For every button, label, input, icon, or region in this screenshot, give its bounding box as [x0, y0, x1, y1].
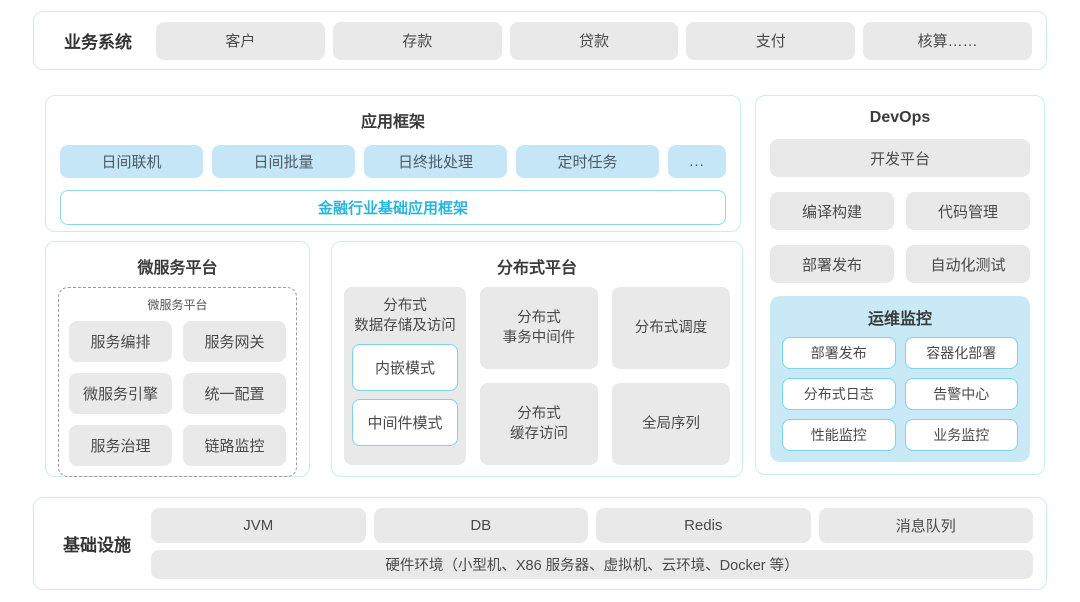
business-node-customer: 客户	[156, 21, 325, 60]
infrastructure-panel: 基础设施 JVM DB Redis 消息队列 硬件环境（小型机、X86 服务器、…	[33, 497, 1047, 590]
infrastructure-content: JVM DB Redis 消息队列 硬件环境（小型机、X86 服务器、虚拟机、云…	[151, 508, 1033, 579]
business-system-label: 业务系统	[64, 33, 132, 52]
module-scheduled-task: 定时任务	[516, 145, 659, 178]
app-framework-panel: 应用框架 日间联机 日间批量 日终批处理 定时任务 ... 金融行业基础应用框架	[45, 95, 741, 232]
distributed-transaction-middleware: 分布式 事务中间件	[480, 287, 598, 369]
infrastructure-label: 基础设施	[63, 536, 131, 555]
microservice-inner-title: 微服务平台	[147, 298, 208, 312]
module-daytime-batch: 日间批量	[212, 145, 355, 178]
devops-dev-platform: 开发平台	[770, 139, 1030, 177]
infra-message-queue: 消息队列	[818, 508, 1033, 543]
monitor-business: 业务监控	[904, 419, 1018, 451]
middleware-mode: 中间件模式	[352, 399, 458, 447]
distributed-grid: 分布式 数据存储及访问 内嵌模式 中间件模式 分布式 事务中间件 分布式调度 分…	[344, 287, 730, 465]
business-node-accounting: 核算……	[863, 21, 1032, 60]
ms-unified-config: 统一配置	[183, 373, 286, 414]
ms-governance: 服务治理	[69, 425, 172, 466]
monitor-distributed-log: 分布式日志	[782, 378, 896, 410]
app-framework-title: 应用框架	[360, 114, 425, 131]
microservice-platform-title: 微服务平台	[137, 260, 218, 277]
devops-build: 编译构建	[770, 192, 894, 230]
base-framework-bar: 金融行业基础应用框架	[60, 190, 726, 225]
ms-engine: 微服务引擎	[69, 373, 172, 414]
ms-trace-monitor: 链路监控	[183, 425, 286, 466]
global-sequence: 全局序列	[612, 383, 730, 465]
devops-title: DevOps	[869, 109, 931, 126]
business-node-payment: 支付	[686, 21, 856, 60]
distributed-data-storage-box: 分布式 数据存储及访问 内嵌模式 中间件模式	[344, 287, 466, 465]
hardware-environment-bar: 硬件环境（小型机、X86 服务器、虚拟机、云环境、Docker 等）	[151, 550, 1033, 579]
ms-orchestration: 服务编排	[69, 321, 172, 362]
monitor-container-deploy: 容器化部署	[904, 337, 1018, 369]
microservice-platform-panel: 微服务平台 微服务平台 服务编排 服务网关 微服务引擎 统一配置 服务治理 链路…	[45, 241, 310, 477]
infra-jvm: JVM	[151, 508, 366, 543]
devops-auto-test: 自动化测试	[906, 245, 1030, 283]
ops-monitoring-title: 运维监控	[867, 311, 932, 328]
infra-db: DB	[373, 508, 588, 543]
business-node-deposit: 存款	[332, 21, 502, 60]
microservice-inner-box: 微服务平台 服务编排 服务网关 微服务引擎 统一配置 服务治理 链路监控	[58, 287, 297, 477]
infrastructure-row: JVM DB Redis 消息队列	[151, 508, 1033, 543]
devops-tools-row-2: 部署发布 自动化测试	[770, 245, 1030, 283]
module-eod-batch: 日终批处理	[364, 145, 507, 178]
business-system-panel: 业务系统 客户 存款 贷款 支付 核算……	[33, 11, 1047, 70]
business-node-loan: 贷款	[509, 21, 679, 60]
distributed-scheduling: 分布式调度	[612, 287, 730, 369]
devops-tools-row-1: 编译构建 代码管理	[770, 192, 1030, 230]
module-more: ...	[668, 145, 726, 178]
distributed-cache-access: 分布式 缓存访问	[480, 383, 598, 465]
devops-code-mgmt: 代码管理	[906, 192, 1030, 230]
ms-gateway: 服务网关	[183, 321, 286, 362]
monitor-performance: 性能监控	[782, 419, 896, 451]
distributed-data-storage-label: 分布式 数据存储及访问	[354, 298, 456, 334]
devops-panel: DevOps 开发平台 编译构建 代码管理 部署发布 自动化测试 运维监控 部署…	[755, 95, 1045, 475]
infra-redis: Redis	[596, 508, 811, 543]
ops-monitoring-panel: 运维监控 部署发布 容器化部署 分布式日志 告警中心 性能监控 业务监控	[770, 296, 1030, 462]
monitor-alert-center: 告警中心	[904, 378, 1018, 410]
microservice-grid: 服务编排 服务网关 微服务引擎 统一配置 服务治理 链路监控	[69, 321, 286, 466]
ops-monitoring-grid: 部署发布 容器化部署 分布式日志 告警中心 性能监控 业务监控	[782, 337, 1018, 451]
distributed-platform-panel: 分布式平台 分布式 数据存储及访问 内嵌模式 中间件模式 分布式 事务中间件 分…	[331, 241, 743, 477]
embedded-mode: 内嵌模式	[352, 344, 458, 392]
module-daytime-online: 日间联机	[60, 145, 203, 178]
app-framework-modules: 日间联机 日间批量 日终批处理 定时任务 ...	[60, 145, 726, 178]
devops-deploy: 部署发布	[770, 245, 894, 283]
distributed-platform-title: 分布式平台	[496, 260, 577, 277]
monitor-deploy-release: 部署发布	[782, 337, 896, 369]
